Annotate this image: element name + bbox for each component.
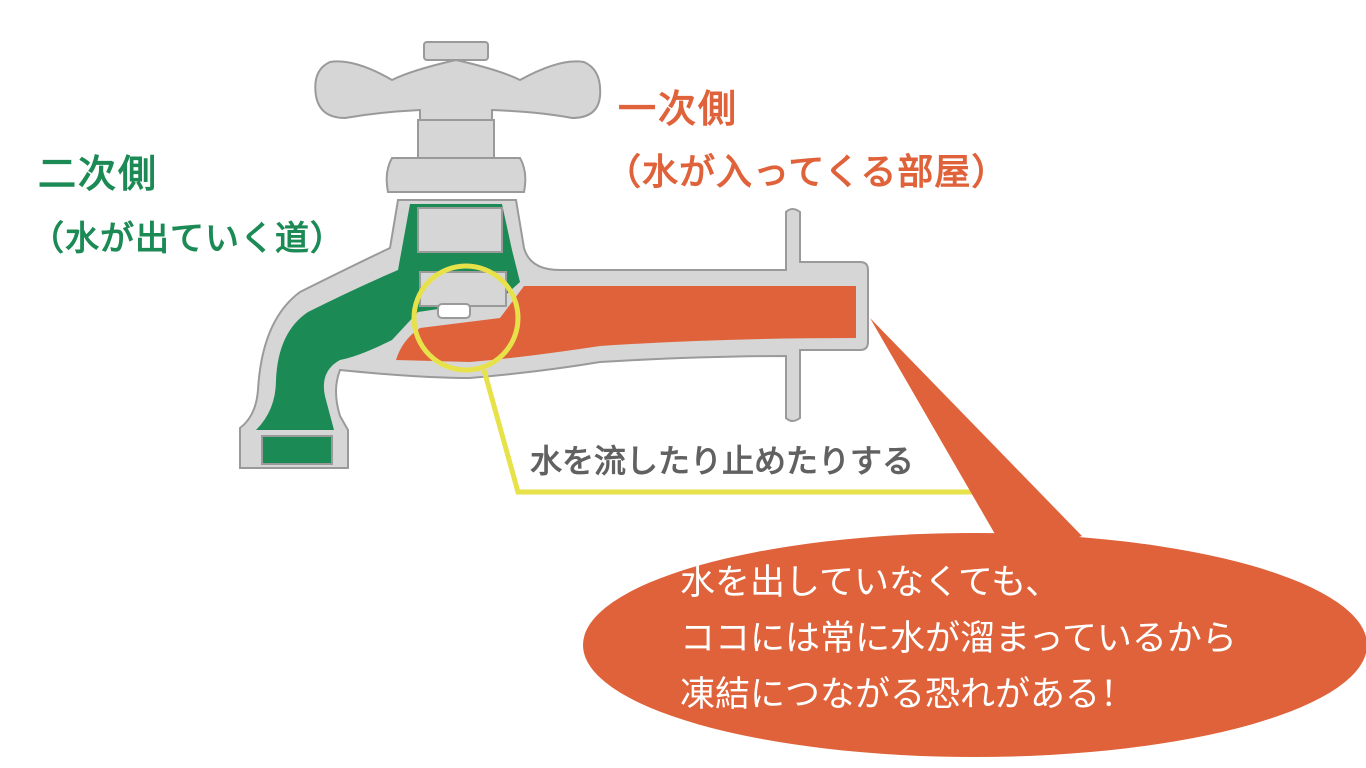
bubble-line-1: 水を出していなくても、 <box>680 563 1061 603</box>
valve-spindle <box>417 207 503 253</box>
bubble-tail <box>870 318 1082 560</box>
speech-bubble <box>583 533 1366 757</box>
valve-note-label: 水を流したり止めたりする <box>530 442 915 480</box>
valve-highlight-circle <box>411 263 521 373</box>
secondary-side-subtitle: （水が出ていく道） <box>30 219 345 259</box>
nozzle-tip <box>261 435 333 465</box>
faucet-handle <box>314 58 602 129</box>
primary-side-subtitle: （水が入ってくる部屋） <box>605 152 1009 193</box>
valve-seat <box>437 303 471 319</box>
handle-cap <box>423 41 489 61</box>
secondary-side-title: 二次側 <box>38 152 159 196</box>
bonnet-nut <box>385 157 527 193</box>
faucet-stem <box>417 119 495 161</box>
secondary-channel <box>256 204 520 430</box>
bubble-line-2: ココには常に水が溜まっているから <box>680 619 1237 659</box>
primary-side-title: 一次側 <box>618 87 739 131</box>
bubble-text: 水を出していなくても、 ココには常に水が溜まっているから 凍結につながる恐れがあ… <box>680 555 1237 723</box>
valve-callout-line <box>481 369 992 495</box>
bubble-line-3: 凍結につながる恐れがある！ <box>680 675 1136 715</box>
